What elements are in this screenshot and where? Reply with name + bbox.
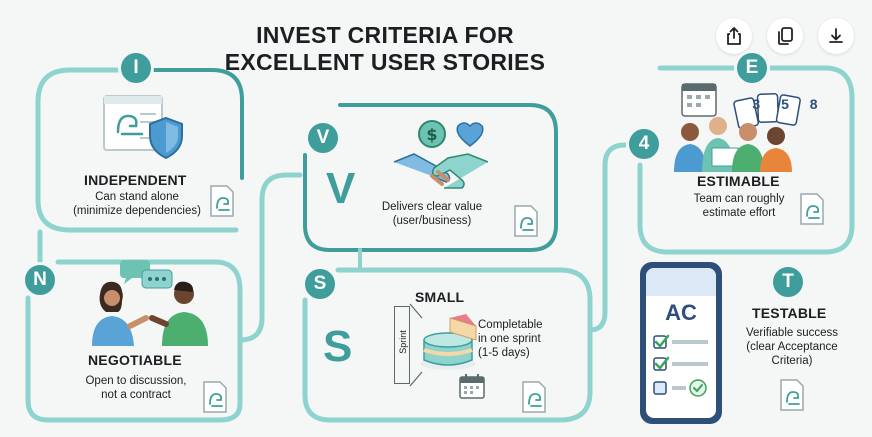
badge-s: S bbox=[302, 266, 338, 302]
calendar-icon bbox=[459, 374, 485, 399]
valuable-desc-line-1: Delivers clear value bbox=[381, 201, 483, 213]
page-title: INVEST CRITERIA FOR EXCELLENT USER STORI… bbox=[200, 22, 570, 76]
independent-desc-line-1: Can stand alone bbox=[95, 191, 179, 203]
story-card-icon bbox=[514, 205, 538, 237]
estimable-heading: ESTIMABLE bbox=[697, 173, 780, 189]
small-desc-line-3: (1-5 days) bbox=[478, 347, 530, 359]
independent-description: Can stand alone (minimize dependencies) bbox=[62, 190, 212, 218]
checklist-icon bbox=[653, 334, 708, 397]
valuable-description: Delivers clear value (user/business) bbox=[366, 200, 498, 228]
small-desc-line-1: Completable bbox=[478, 319, 543, 331]
valuable-desc-line-2: (user/business) bbox=[392, 215, 472, 227]
independent-card-outline bbox=[35, 67, 239, 233]
story-card-icon bbox=[780, 379, 804, 411]
estimable-desc-line-2: estimate effort bbox=[702, 207, 776, 219]
small-description: Completable in one sprint (1-5 days) bbox=[478, 318, 574, 360]
badge-4: 4 bbox=[626, 126, 662, 162]
story-card-icon bbox=[203, 381, 227, 413]
title-line-1: INVEST CRITERIA FOR bbox=[256, 22, 514, 48]
phone-ac-label: AC bbox=[665, 300, 697, 325]
discussion-people-icon bbox=[92, 260, 208, 346]
negotiable-desc-line-2: not a contract bbox=[101, 389, 171, 401]
sprint-bar: Sprint bbox=[394, 306, 410, 384]
independent-desc-line-2: (minimize dependencies) bbox=[73, 205, 201, 217]
share-button[interactable] bbox=[716, 18, 752, 54]
testable-desc-line-2: (clear Acceptance bbox=[746, 341, 838, 353]
testable-desc-line-3: Criteria) bbox=[771, 355, 813, 367]
small-card-outline bbox=[302, 267, 593, 423]
badge-t: T bbox=[770, 264, 806, 300]
big-letter-v: V bbox=[326, 164, 356, 213]
title-line-2: EXCELLENT USER STORIES bbox=[224, 49, 546, 75]
sprint-label: Sprint bbox=[398, 330, 408, 354]
document-shield-icon bbox=[103, 95, 183, 160]
handshake-value-icon: $ bbox=[393, 120, 489, 189]
badge-i: I bbox=[118, 50, 154, 86]
phone-header bbox=[646, 268, 716, 296]
estimable-desc-line-1: Team can roughly bbox=[693, 193, 785, 205]
negotiable-desc-line-1: Open to discussion, bbox=[85, 375, 187, 387]
independent-heading: INDEPENDENT bbox=[84, 172, 187, 188]
phone-screen: AC bbox=[646, 268, 716, 418]
card-value: 8 bbox=[809, 96, 818, 112]
copy-button[interactable] bbox=[767, 18, 803, 54]
badge-n: N bbox=[22, 262, 58, 298]
estimable-description: Team can roughly estimate effort bbox=[676, 192, 802, 220]
big-letter-s: S bbox=[323, 322, 353, 371]
download-icon bbox=[829, 28, 843, 43]
card-value: 5 bbox=[781, 96, 789, 112]
badge-v: V bbox=[305, 120, 341, 156]
small-desc-line-2: in one sprint bbox=[478, 333, 541, 345]
card-value: 3 bbox=[752, 96, 761, 112]
estimable-card-outline bbox=[637, 65, 855, 255]
story-card-icon bbox=[210, 185, 234, 217]
negotiable-heading: NEGOTIABLE bbox=[88, 352, 182, 368]
negotiable-description: Open to discussion, not a contract bbox=[66, 374, 206, 402]
estimation-cards: 3 5 8 bbox=[742, 96, 828, 112]
small-heading: SMALL bbox=[415, 289, 465, 305]
story-card-icon bbox=[800, 193, 824, 225]
testable-desc-line-1: Verifiable success bbox=[745, 327, 839, 339]
sprint-bracket bbox=[409, 303, 423, 387]
badge-e: E bbox=[734, 50, 770, 86]
testable-description: Verifiable success (clear Acceptance Cri… bbox=[734, 326, 850, 368]
phone-acceptance-criteria: AC bbox=[640, 262, 722, 424]
team-planning-poker-icon bbox=[674, 83, 801, 172]
copy-icon bbox=[778, 27, 793, 45]
svg-text:$: $ bbox=[426, 125, 437, 144]
download-button[interactable] bbox=[818, 18, 854, 54]
valuable-card-outline bbox=[303, 103, 558, 252]
story-card-icon bbox=[522, 381, 546, 413]
negotiable-card-outline bbox=[25, 259, 243, 423]
cake-slice-icon bbox=[420, 314, 477, 370]
testable-heading: TESTABLE bbox=[752, 305, 827, 321]
share-icon bbox=[727, 27, 741, 45]
